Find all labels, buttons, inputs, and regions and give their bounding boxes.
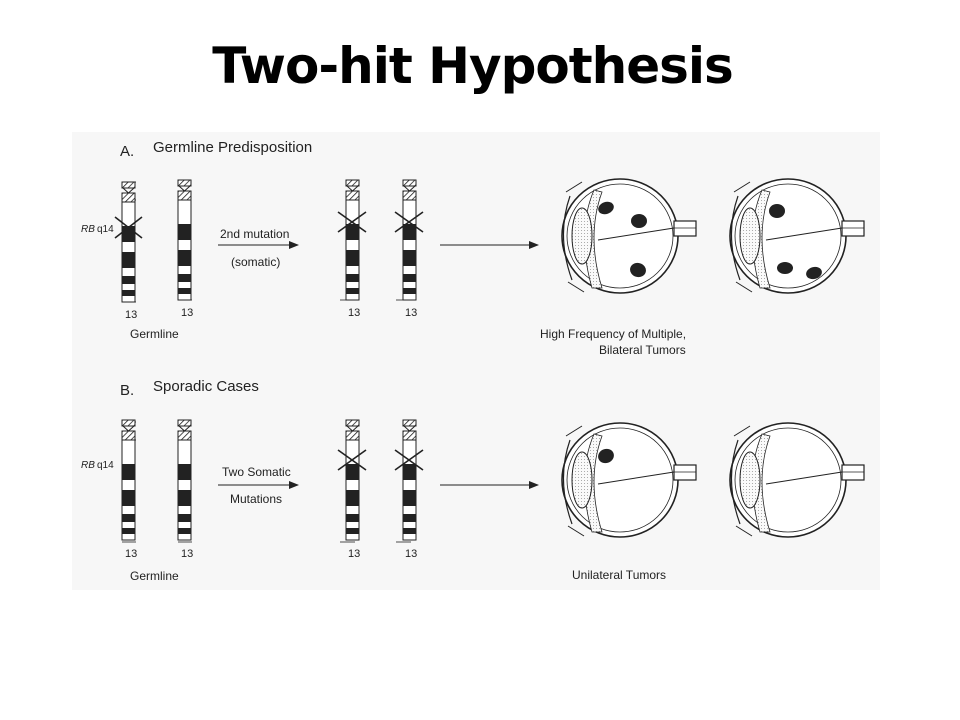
panel-b-letter: B. [120, 382, 134, 399]
chromosome-13-normal [121, 419, 136, 541]
chromosome-13-first-hit [337, 179, 367, 301]
chromosome-number: 13 [181, 548, 193, 560]
gene-label-rb: RB [81, 224, 95, 235]
arrow-label-line1: Two Somatic [222, 465, 291, 479]
eye-left-single-tumor [561, 422, 697, 538]
germline-label: Germline [130, 569, 179, 583]
eye-right-no-tumor [729, 422, 865, 538]
chromosome-number: 13 [125, 548, 137, 560]
chromosome-number: 13 [125, 309, 137, 321]
chromosome-number: 13 [405, 307, 417, 319]
germline-label: Germline [130, 327, 179, 341]
gene-label-rb: RB [81, 460, 95, 471]
eye-right-with-tumors [729, 178, 865, 294]
chromosome-13-normal [177, 419, 192, 541]
panel-a-letter: A. [120, 143, 134, 160]
outcome-label-line1: Unilateral Tumors [572, 568, 666, 582]
two-hit-diagram: A. Germline Predisposition RB q14 13 13 … [72, 132, 880, 590]
chromosome-13-first-hit [337, 419, 367, 541]
arrow-label-line1: 2nd mutation [220, 227, 289, 241]
band-label-q14: q14 [97, 460, 114, 471]
chromosome-13-second-hit [394, 179, 424, 301]
arrow-label-line2: Mutations [230, 492, 282, 506]
band-label-q14: q14 [97, 224, 114, 235]
chromosome-13-germline-mutant [177, 179, 192, 301]
outcome-label-line1: High Frequency of Multiple, [540, 327, 686, 341]
chromosome-13-second-hit [394, 419, 424, 541]
panel-a-heading: Germline Predisposition [153, 139, 312, 156]
chromosome-13-normal [114, 181, 143, 303]
outcome-label-line2: Bilateral Tumors [599, 343, 686, 357]
slide-title: Two-hit Hypothesis [212, 37, 734, 95]
chromosome-number: 13 [181, 307, 193, 319]
chromosome-number: 13 [405, 548, 417, 560]
eye-left-with-tumors [561, 178, 697, 294]
chromosome-number: 13 [348, 548, 360, 560]
panel-b-heading: Sporadic Cases [153, 378, 259, 395]
arrow-label-line2: (somatic) [231, 255, 280, 269]
chromosome-number: 13 [348, 307, 360, 319]
